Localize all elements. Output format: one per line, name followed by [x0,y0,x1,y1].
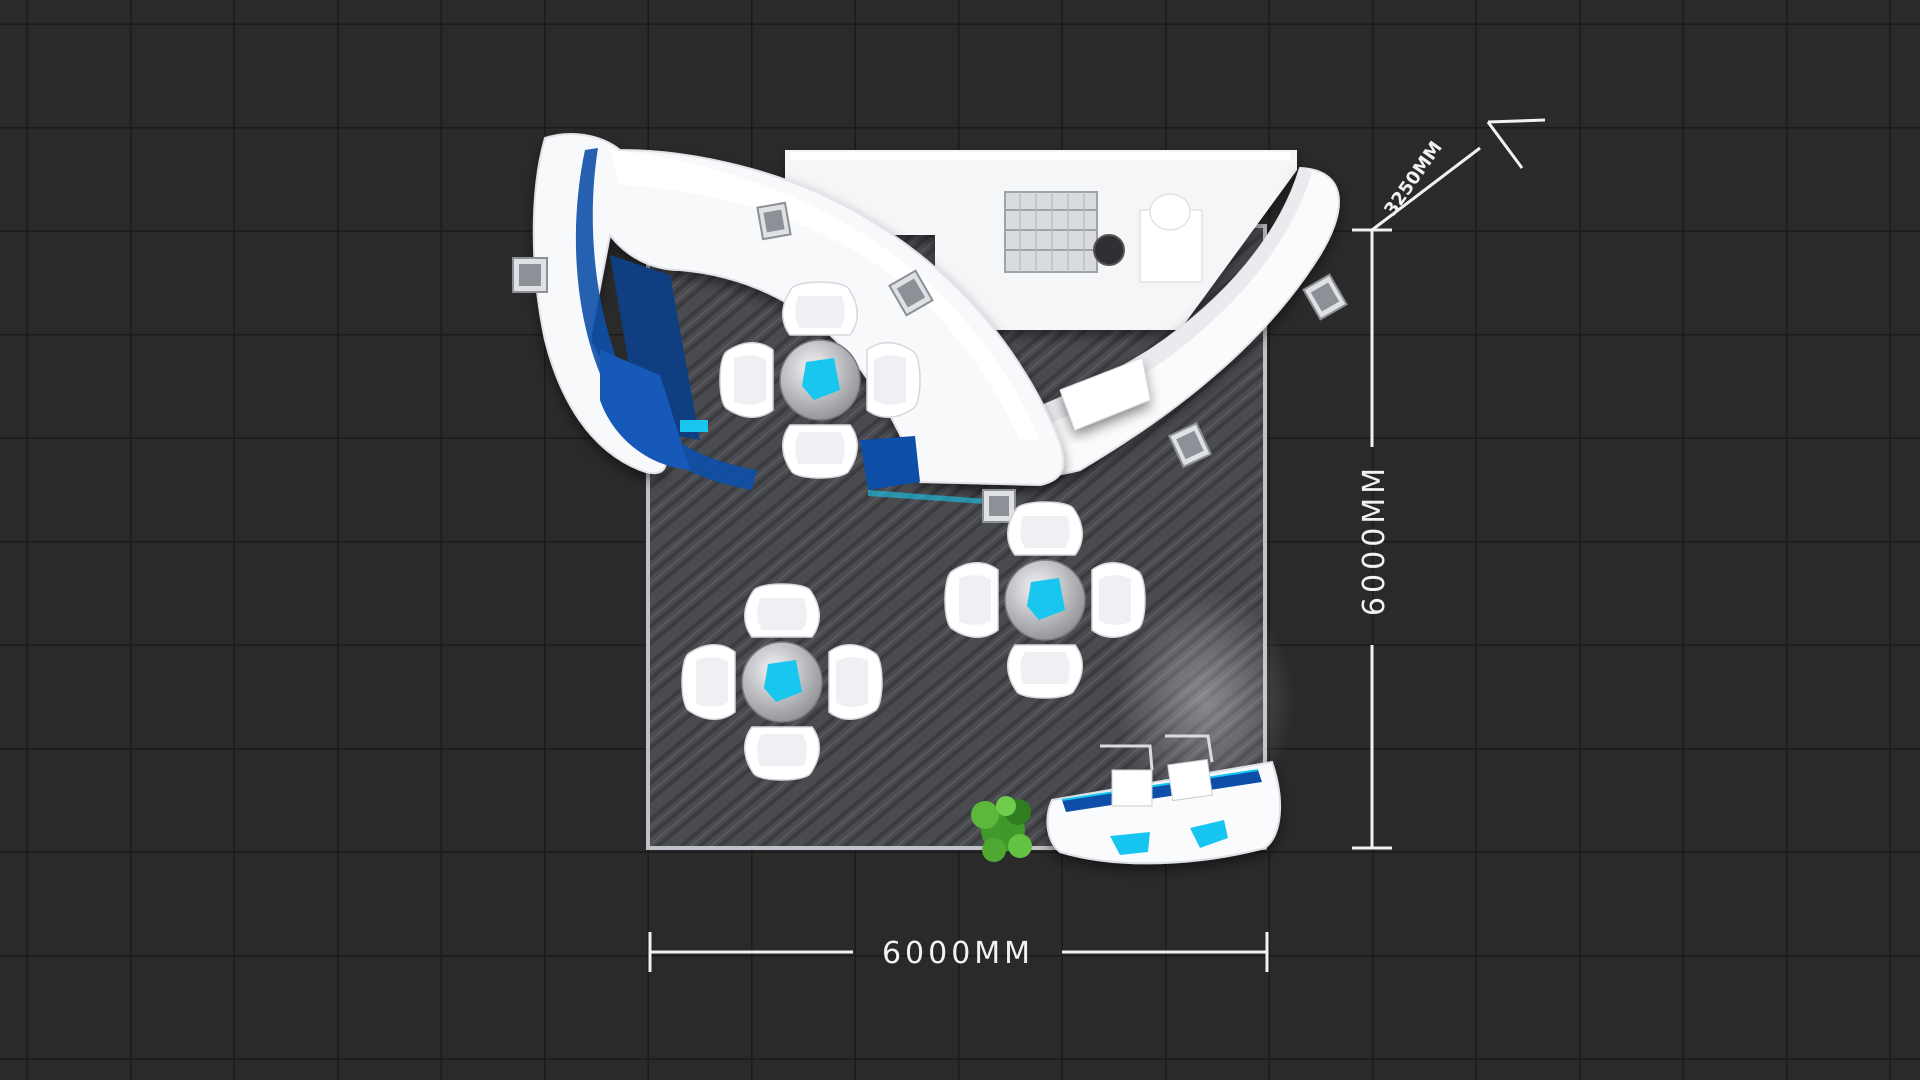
left-blue-graphic-panel [575,148,757,490]
width-dimension-label: 6000MM [882,936,1034,971]
monitor-screen-icon [512,257,548,293]
center-blue-graphic-panel [860,436,1000,505]
monitor-screen-icon [756,201,792,241]
height-dimension-line [1371,118,1546,232]
water-dispenser [1139,193,1203,283]
chair-icon [1100,744,1154,807]
reception-desk [1046,760,1282,865]
potted-plant-icon [971,796,1032,862]
chair-icon [1165,734,1214,802]
monitor-screen-icon [982,489,1016,523]
waste-bin [1093,234,1125,266]
display-shelf [1004,191,1098,273]
monitor-screen-icon [888,269,934,317]
monitor-screen-icon [1167,421,1213,469]
width-dimension-line [648,932,1269,972]
depth-dimension-label: 6000MM [1357,464,1392,616]
monitor-screen-icon [1302,273,1348,321]
info-counter [1059,357,1151,431]
floor-light-glow [1115,590,1295,810]
